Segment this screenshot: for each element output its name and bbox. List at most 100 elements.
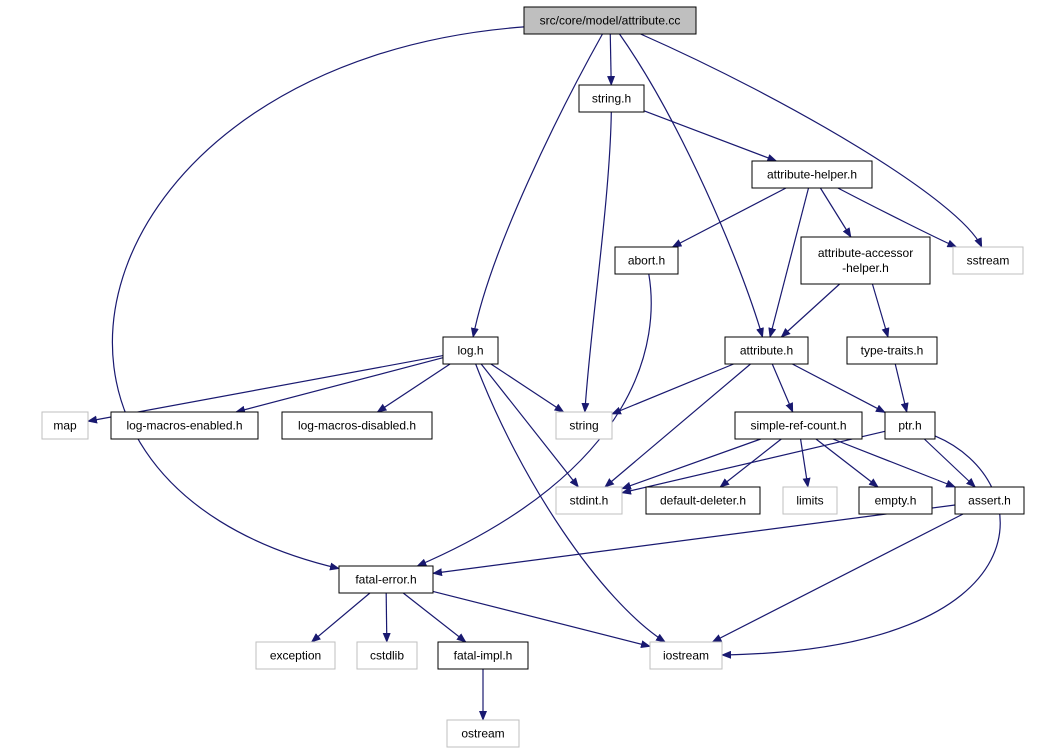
node-root-box: [523, 6, 697, 35]
edge-attribute-helper-h-to-attribute-h: [768, 187, 810, 338]
node-cstdlib-box: [356, 641, 418, 670]
node-string: string: [555, 411, 613, 440]
node-root[interactable]: src/core/model/attribute.cc: [523, 6, 697, 35]
node-string-h[interactable]: string.h: [578, 84, 645, 113]
edge-log-h-to-iostream: [475, 363, 666, 643]
edge-ptr-h-to-assert-h: [923, 438, 976, 488]
edge-log-h-to-stdint-h: [480, 363, 579, 488]
edge-fatal-error-h-to-exception: [310, 592, 371, 643]
node-simple-ref-count-h-label: simple-ref-count.h: [750, 419, 846, 433]
node-log-macros-disabled-h-label: log-macros-disabled.h: [298, 419, 416, 433]
node-ptr-h-box: [884, 411, 936, 440]
node-abort-h-label: abort.h: [628, 254, 665, 268]
edge-ptr-h-to-stdint-h: [621, 430, 886, 495]
node-attribute-h-label: attribute.h: [740, 344, 793, 358]
node-string-box: [555, 411, 613, 440]
node-empty-h-box: [858, 486, 933, 515]
node-abort-h-box: [614, 246, 679, 275]
node-fatal-impl-h-label: fatal-impl.h: [454, 649, 513, 663]
node-root-label: src/core/model/attribute.cc: [540, 14, 681, 28]
node-map: map: [41, 411, 89, 440]
edge-attribute-h-to-stdint-h: [604, 363, 751, 488]
edge-attribute-accessor-helper-h-to-attribute-h: [780, 283, 841, 338]
node-limits-label: limits: [796, 494, 823, 508]
nodes: src/core/model/attribute.cc string.h attri…: [41, 6, 1025, 748]
edge-attribute-h-to-ptr-h: [792, 363, 886, 413]
node-sstream-label: sstream: [967, 254, 1010, 268]
node-fatal-error-h[interactable]: fatal-error.h: [338, 565, 434, 594]
node-assert-h-label: assert.h: [968, 494, 1011, 508]
node-sstream: sstream: [952, 246, 1024, 275]
node-string-label: string: [569, 419, 598, 433]
edge-attribute-helper-h-to-abort-h: [671, 187, 787, 248]
edges: [87, 26, 1001, 721]
node-fatal-impl-h-box: [437, 641, 529, 670]
node-stdint-h-box: [555, 486, 623, 515]
node-log-h-box: [442, 336, 499, 365]
node-attribute-helper-h[interactable]: attribute-helper.h: [751, 160, 873, 189]
edge-ptr-h-to-iostream: [721, 435, 1001, 659]
node-stdint-h-label: stdint.h: [570, 494, 609, 508]
node-abort-h[interactable]: abort.h: [614, 246, 679, 275]
node-default-deleter-h[interactable]: default-deleter.h: [645, 486, 761, 515]
node-empty-h[interactable]: empty.h: [858, 486, 933, 515]
edge-fatal-error-h-to-iostream: [432, 590, 651, 649]
node-ptr-h[interactable]: ptr.h: [884, 411, 936, 440]
node-attribute-accessor-helper-h[interactable]: attribute-accessor-helper.h: [800, 236, 931, 285]
node-fatal-impl-h[interactable]: fatal-impl.h: [437, 641, 529, 670]
node-limits: limits: [782, 486, 838, 515]
node-attribute-accessor-helper-h-box: [800, 236, 931, 285]
node-assert-h[interactable]: assert.h: [954, 486, 1025, 515]
edge-attribute-accessor-helper-h-to-type-traits-h: [871, 283, 890, 338]
node-ptr-h-label: ptr.h: [898, 419, 921, 433]
node-ostream-box: [446, 719, 520, 748]
edge-assert-h-to-iostream: [711, 513, 964, 643]
node-log-h[interactable]: log.h: [442, 336, 499, 365]
edge-simple-ref-count-h-to-assert-h: [832, 438, 957, 488]
edge-root-to-string-h: [607, 33, 616, 86]
node-type-traits-h-label: type-traits.h: [861, 344, 924, 358]
node-exception-label: exception: [270, 649, 321, 663]
edge-abort-h-to-fatal-error-h: [416, 273, 652, 567]
edge-attribute-h-to-simple-ref-count-h: [771, 363, 794, 413]
edge-string-h-to-attribute-helper-h: [643, 110, 778, 162]
node-log-macros-disabled-h-box: [281, 411, 433, 440]
node-assert-h-box: [954, 486, 1025, 515]
edge-log-h-to-log-macros-enabled-h: [235, 357, 444, 414]
node-log-macros-disabled-h[interactable]: log-macros-disabled.h: [281, 411, 433, 440]
edge-root-to-log-h: [470, 33, 603, 338]
edge-type-traits-h-to-ptr-h: [894, 363, 909, 413]
node-iostream-box: [649, 641, 723, 670]
node-type-traits-h-box: [846, 336, 938, 365]
node-log-macros-enabled-h-box: [110, 411, 259, 440]
node-stdint-h: stdint.h: [555, 486, 623, 515]
node-fatal-error-h-label: fatal-error.h: [355, 573, 416, 587]
node-empty-h-label: empty.h: [875, 494, 917, 508]
node-cstdlib: cstdlib: [356, 641, 418, 670]
node-default-deleter-h-box: [645, 486, 761, 515]
edge-fatal-error-h-to-cstdlib: [382, 592, 391, 643]
node-map-box: [41, 411, 89, 440]
node-ostream-label: ostream: [461, 727, 504, 741]
node-string-h-box: [578, 84, 645, 113]
node-string-h-label: string.h: [592, 92, 631, 106]
node-type-traits-h[interactable]: type-traits.h: [846, 336, 938, 365]
node-fatal-error-h-box: [338, 565, 434, 594]
edge-simple-ref-count-h-to-limits: [799, 438, 811, 488]
node-log-macros-enabled-h[interactable]: log-macros-enabled.h: [110, 411, 259, 440]
node-cstdlib-label: cstdlib: [370, 649, 404, 663]
node-iostream-label: iostream: [663, 649, 709, 663]
node-simple-ref-count-h[interactable]: simple-ref-count.h: [734, 411, 863, 440]
edge-assert-h-to-fatal-error-h: [432, 504, 956, 577]
edge-root-to-attribute-h: [619, 33, 764, 338]
edge-root-to-sstream: [640, 33, 983, 248]
node-attribute-h[interactable]: attribute.h: [724, 336, 809, 365]
node-iostream: iostream: [649, 641, 723, 670]
edge-log-h-to-log-macros-disabled-h: [376, 363, 451, 413]
edge-simple-ref-count-h-to-stdint-h: [621, 438, 761, 490]
node-simple-ref-count-h-box: [734, 411, 863, 440]
edge-string-h-to-string: [581, 111, 612, 413]
edge-simple-ref-count-h-to-empty-h: [815, 438, 879, 488]
edge-log-h-to-string: [490, 363, 565, 413]
